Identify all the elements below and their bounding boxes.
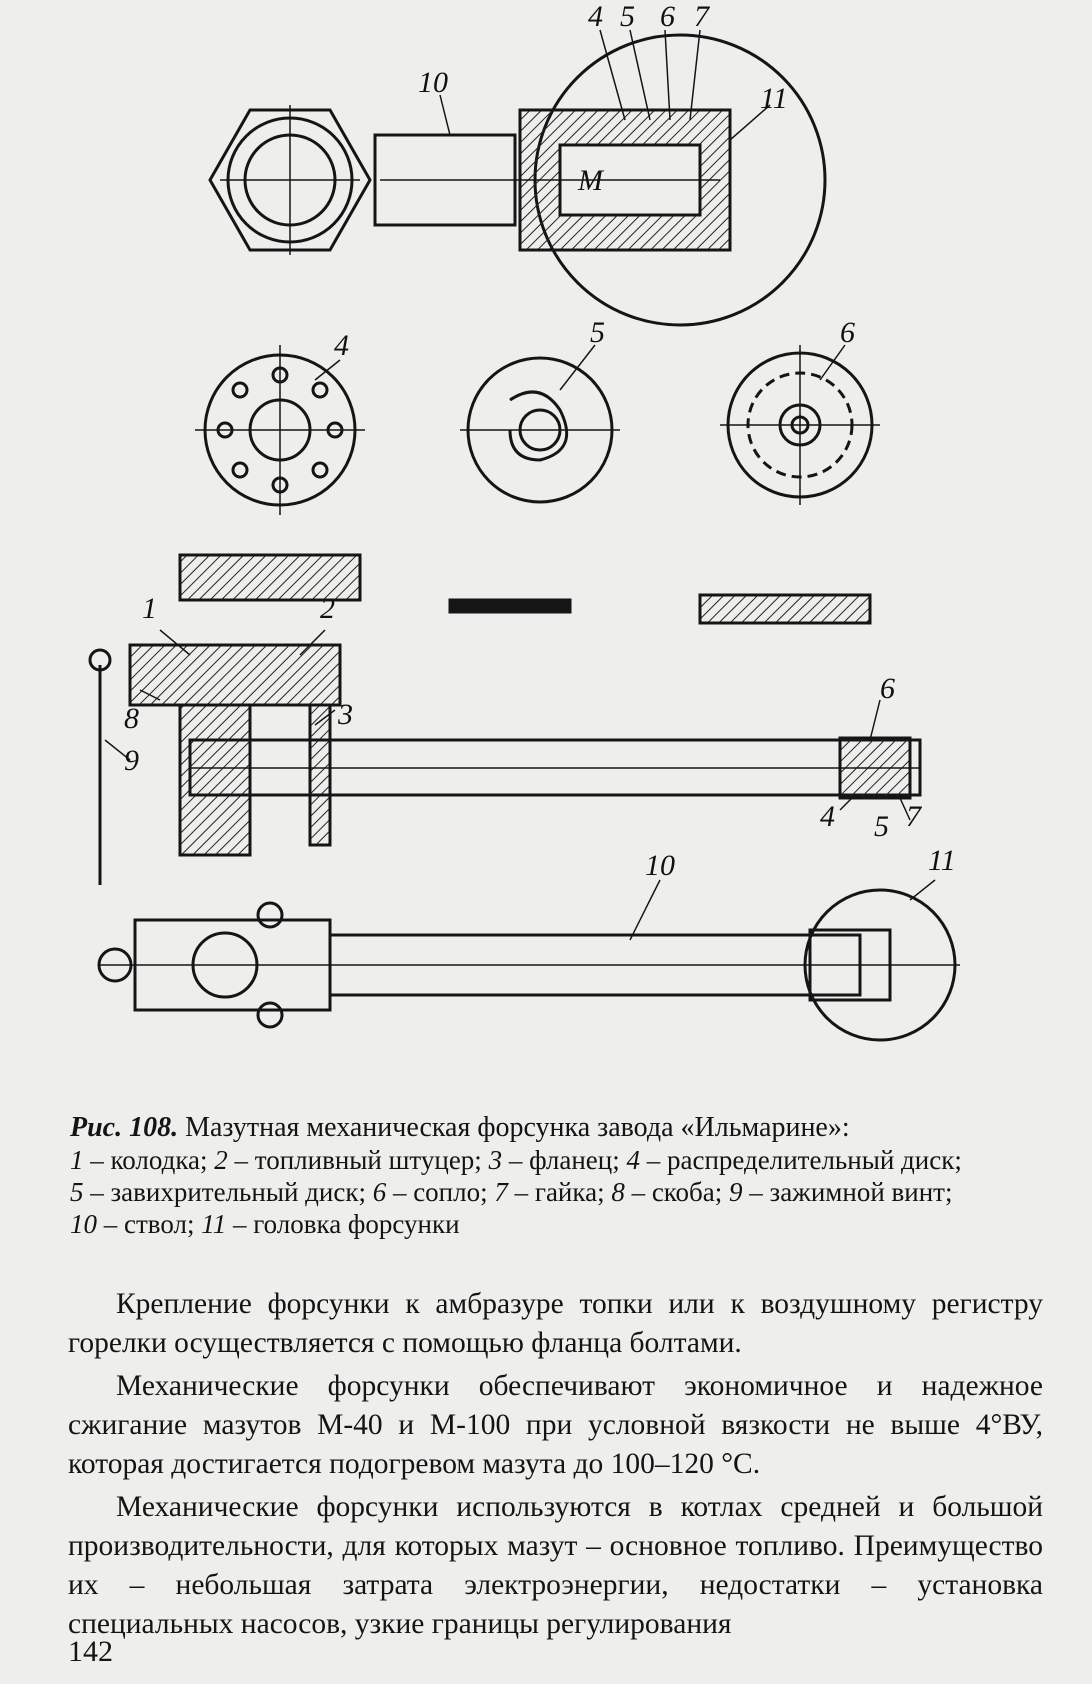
callout-10-plan: 10 [645, 849, 675, 882]
legend-num: 2 [214, 1145, 228, 1175]
caption-label: Рис. 108. [70, 1112, 179, 1143]
legend-num: 7 [494, 1177, 508, 1207]
legend-text: – колодка; [83, 1145, 215, 1175]
paragraph: Механические форсунки обеспечивают эконо… [68, 1370, 1043, 1480]
legend-num: 4 [626, 1145, 640, 1175]
legend-text: – скоба; [624, 1177, 730, 1207]
callout-1: 1 [142, 592, 157, 625]
callout-6-side: 6 [880, 672, 895, 705]
disc-section [448, 598, 572, 614]
caption-legend-line-3: 10 – ствол; 11 – головка форсунки [70, 1208, 1040, 1240]
callout-10: 10 [418, 66, 448, 99]
burner-plan-view [97, 888, 960, 1042]
legend-text: – ствол; [97, 1209, 202, 1239]
nozzle-disc-view [720, 345, 880, 505]
burner-drawing-svg: 4 5 6 7 10 11 M 4 5 6 1 2 3 8 9 6 4 5 7 … [88, 0, 960, 1042]
callout-4-disc: 4 [334, 329, 349, 362]
caption-title-line: Рис. 108. Мазутная механическая форсунка… [70, 1112, 1040, 1144]
legend-text: – топливный штуцер; [227, 1145, 489, 1175]
burner-assembly-section [88, 643, 922, 885]
caption-title: Мазутная механическая форсунка завода «И… [185, 1112, 850, 1143]
callout-6-disc: 6 [840, 316, 855, 349]
caption-legend-line-2: 5 – завихрительный диск; 6 – сопло; 7 – … [70, 1176, 1040, 1208]
paragraph: Крепление форсунки к амбразуре топки или… [68, 1288, 1043, 1359]
legend-num: 10 [70, 1209, 97, 1239]
callout-4: 4 [588, 0, 603, 33]
legend-num: 9 [729, 1177, 743, 1207]
callout-7: 7 [694, 0, 711, 33]
body-text: Крепление форсунки к амбразуре топки или… [68, 1285, 1043, 1644]
legend-text: – сопло; [386, 1177, 495, 1207]
paragraph: Механические форсунки используются в кот… [68, 1491, 1043, 1640]
legend-text: – завихрительный диск; [83, 1177, 373, 1207]
callout-5: 5 [620, 0, 635, 33]
callout-labels: 4 5 6 7 10 11 M 4 5 6 1 2 3 8 9 6 4 5 7 … [124, 0, 956, 882]
page-number: 142 [68, 1635, 113, 1668]
callout-5-disc: 5 [590, 316, 605, 349]
legend-num: 8 [611, 1177, 625, 1207]
callout-11: 11 [760, 82, 788, 115]
callout-7-side: 7 [906, 800, 923, 833]
legend-text: – зажимной винт; [742, 1177, 953, 1207]
callout-6: 6 [660, 0, 675, 33]
nozzle-head-section [373, 33, 827, 327]
legend-num: 6 [372, 1177, 387, 1207]
thread-mark: M [577, 164, 605, 197]
distribution-disc-view [195, 345, 365, 515]
legend-num: 5 [70, 1177, 84, 1207]
swirl-disc-view [460, 356, 620, 504]
callout-2: 2 [320, 592, 335, 625]
legend-num: 1 [70, 1145, 84, 1175]
legend-text: – распределительный диск; [639, 1145, 962, 1175]
callout-11-plan: 11 [928, 844, 956, 877]
legend-num: 11 [201, 1209, 227, 1239]
legend-num: 3 [488, 1145, 503, 1175]
callout-8: 8 [124, 702, 139, 735]
legend-text: – гайка; [507, 1177, 612, 1207]
callout-4-side: 4 [820, 800, 835, 833]
technical-drawing: 4 5 6 7 10 11 M 4 5 6 1 2 3 8 9 6 4 5 7 … [40, 0, 1050, 1110]
callout-3: 3 [337, 698, 353, 731]
callout-9: 9 [124, 744, 139, 777]
caption-legend-line-1: 1 – колодка; 2 – топливный штуцер; 3 – ф… [70, 1144, 1040, 1176]
figure-caption: Рис. 108. Мазутная механическая форсунка… [70, 1112, 1040, 1240]
legend-text: – головка форсунки [226, 1209, 460, 1239]
disc-section [698, 593, 872, 625]
legend-text: – фланец; [502, 1145, 627, 1175]
hex-nut-view [208, 105, 372, 255]
disc-section [178, 553, 362, 602]
callout-5-side: 5 [874, 810, 889, 843]
